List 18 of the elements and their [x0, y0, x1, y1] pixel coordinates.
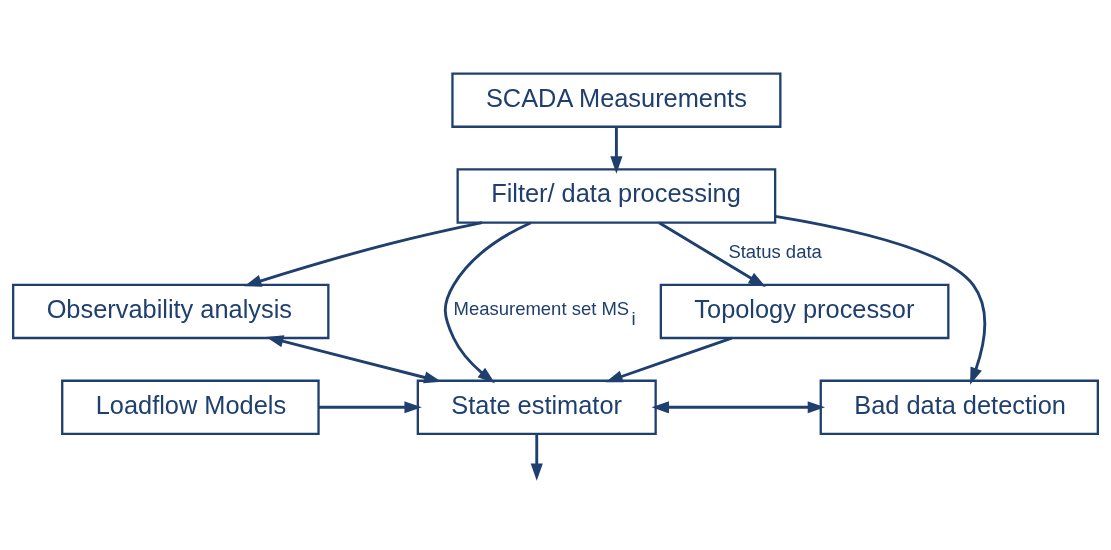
node-box: Observability analysis	[12, 283, 330, 339]
node-box: Loadflow Models	[61, 379, 320, 435]
arrow	[775, 214, 987, 385]
arrow	[658, 221, 766, 287]
node-box: SCADA Measurements	[451, 71, 782, 128]
edge-label: Status data	[728, 240, 822, 262]
arrow	[530, 433, 543, 481]
arrow	[244, 220, 483, 287]
arrow	[610, 126, 623, 174]
node-box: Bad data detection	[819, 379, 1099, 435]
node-box: State estimator	[416, 379, 657, 435]
node-box: Topology processor	[659, 283, 950, 339]
arrow	[605, 336, 733, 382]
arrow	[318, 400, 422, 413]
arrow	[651, 400, 826, 413]
node-box: Filter/ data processing	[456, 167, 777, 224]
arrow	[266, 334, 442, 383]
arrow	[443, 220, 532, 383]
